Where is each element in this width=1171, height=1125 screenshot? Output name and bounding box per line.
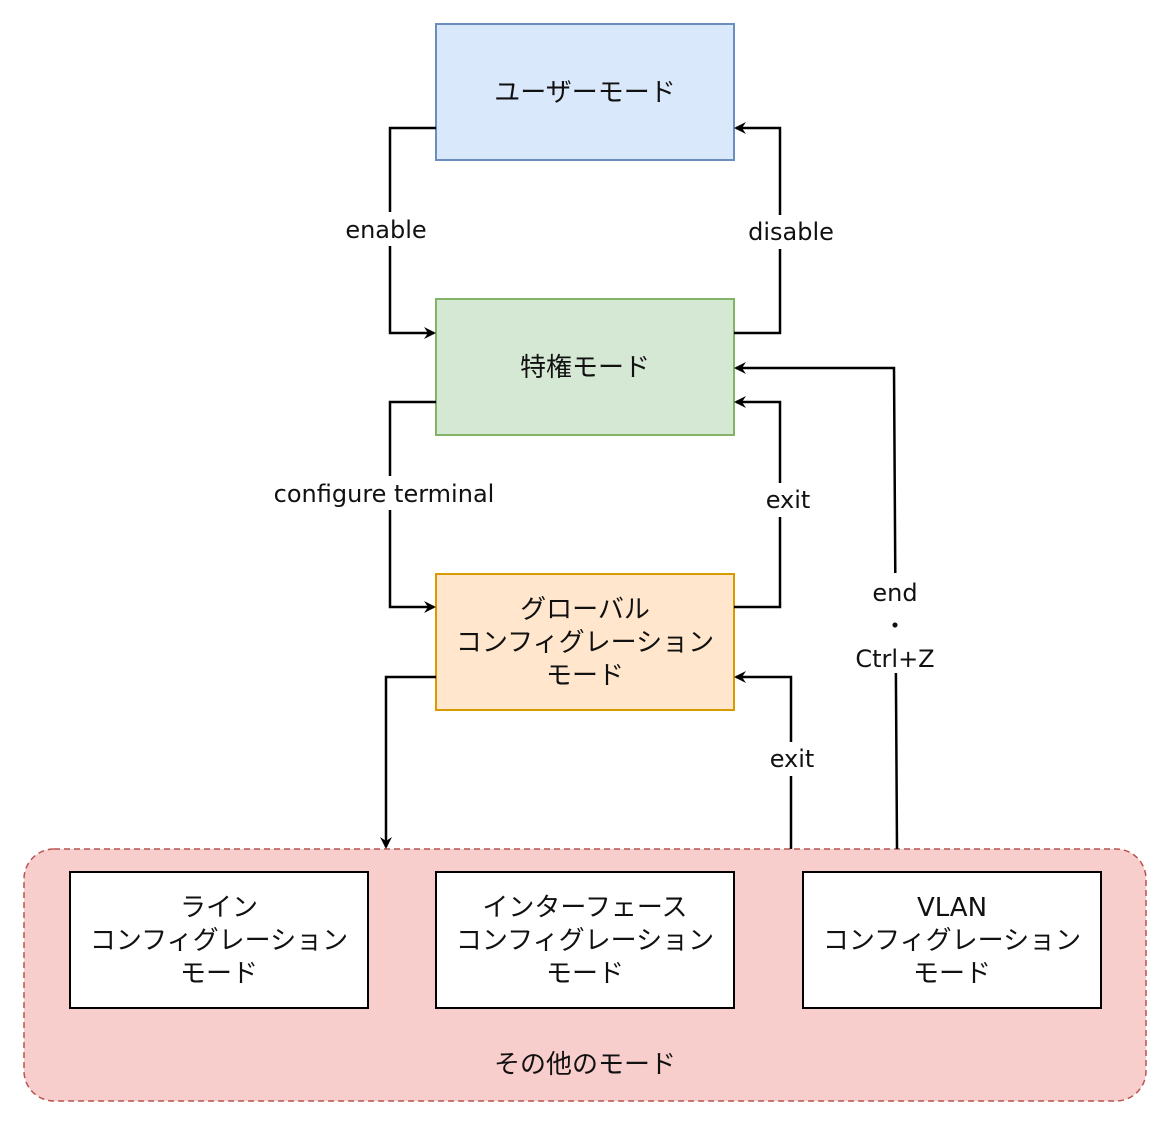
text-line: ・ <box>883 612 907 640</box>
vlan-config-mode-box <box>802 871 1102 1009</box>
other-modes-label: その他のモード <box>494 1050 676 1080</box>
configure-terminal-label: configure terminal <box>274 480 495 508</box>
text-line: モード <box>180 959 258 989</box>
user-mode-label: ユーザーモード <box>494 78 675 108</box>
text-line: コンフィグレーション <box>90 926 348 956</box>
text-line: Ctrl+Z <box>855 645 934 673</box>
text-line: モード <box>913 959 991 989</box>
exit-sub-label: exit <box>770 745 815 773</box>
end-ctrlz-label-bg <box>852 573 938 673</box>
user-mode-box <box>435 23 735 161</box>
text-line: モード <box>546 661 624 691</box>
global-to-other-edge <box>380 675 436 849</box>
privileged-mode-label: 特権モード <box>520 353 650 383</box>
end-ctrlz-edge <box>734 362 899 850</box>
text-line: end <box>872 579 917 607</box>
interface-config-mode-box <box>435 871 735 1009</box>
configure-terminal-label-bg <box>272 476 496 510</box>
disable-label: disable <box>748 218 834 246</box>
global-config-mode-label: グローバルコンフィグレーションモード <box>456 595 714 691</box>
end-ctrlz-label: end ・ Ctrl+Z <box>855 579 934 673</box>
enable-label: enable <box>345 216 426 244</box>
disable-label-bg <box>744 215 838 249</box>
text-line: 特権モード <box>520 353 650 383</box>
text-line: インターフェース <box>482 893 687 923</box>
text-line: コンフィグレーション <box>456 926 714 956</box>
text-line: ユーザーモード <box>494 78 675 108</box>
line-config-mode-box <box>69 871 369 1009</box>
text-line: VLAN <box>917 893 987 923</box>
exit-global-label: exit <box>766 486 811 514</box>
line-config-mode-label: ラインコンフィグレーションモード <box>90 893 348 989</box>
text-line: グローバル <box>520 595 650 625</box>
global-config-mode-box <box>435 573 735 711</box>
exit-global-label-bg <box>760 483 816 517</box>
enable-label-bg <box>342 212 432 246</box>
text-line: モード <box>546 959 624 989</box>
text-line: コンフィグレーション <box>456 628 714 658</box>
privileged-mode-box <box>435 298 735 436</box>
interface-config-mode-label: インターフェースコンフィグレーションモード <box>456 893 714 989</box>
exit-sub-label-bg <box>764 742 820 776</box>
text-line: コンフィグレーション <box>823 926 1081 956</box>
exit-sub-edge <box>734 671 793 849</box>
text-line: ライン <box>180 893 258 923</box>
